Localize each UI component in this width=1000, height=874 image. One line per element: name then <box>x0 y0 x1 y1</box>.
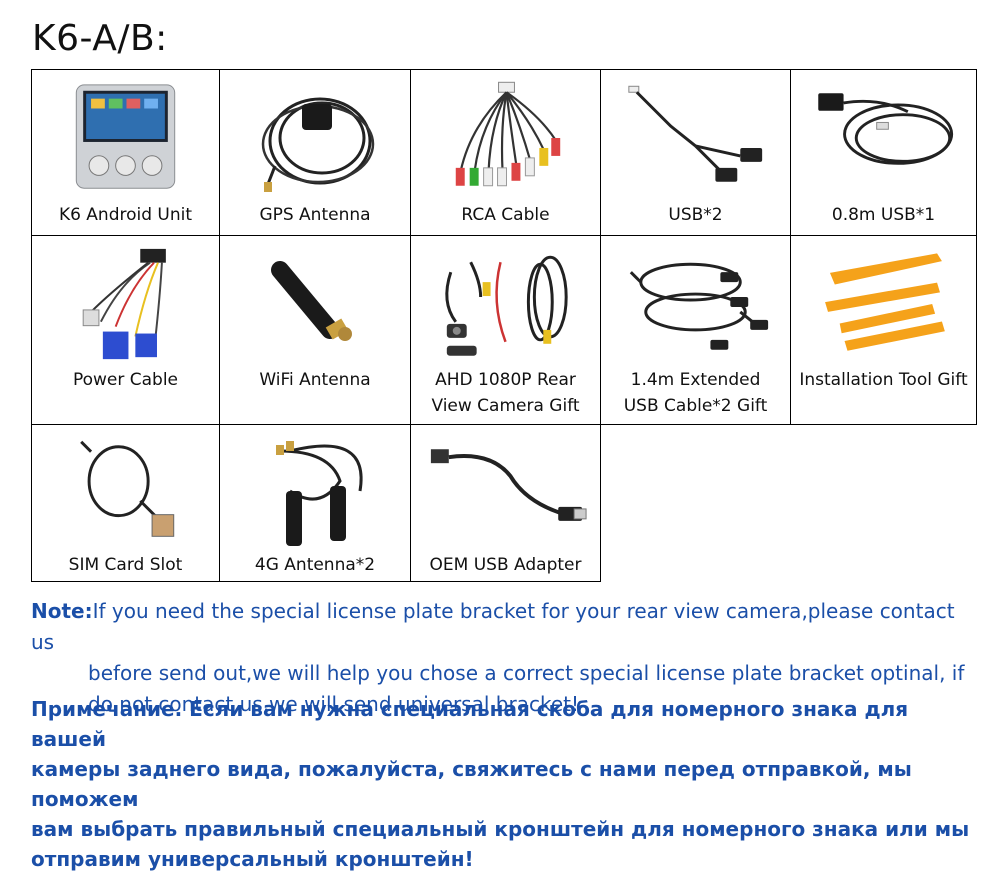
item-label: GPS Antenna <box>259 205 371 225</box>
item-installation-tool: Installation Tool Gift <box>790 235 977 425</box>
item-label: Installation Tool Gift <box>799 370 968 390</box>
wifi-antenna-icon <box>220 242 410 368</box>
item-label: 4G Antenna*2 <box>254 555 376 575</box>
item-label: 1.4m Extended USB Cable*2 Gift <box>623 370 768 416</box>
item-rca-cable: RCA Cable <box>410 69 601 236</box>
item-label: WiFi Antenna <box>259 370 371 390</box>
package-contents-grid: K6 Android Unit GPS Antenna <box>31 69 977 582</box>
power-cable-icon <box>32 242 219 368</box>
item-usb-08m: 0.8m USB*1 <box>790 69 977 236</box>
sim-slot-icon <box>32 431 219 557</box>
ru-note-line-1: Примечание. Если вам нужна специальная с… <box>31 697 909 751</box>
item-wifi-antenna: WiFi Antenna <box>219 235 411 425</box>
item-gps-antenna: GPS Antenna <box>219 69 411 236</box>
usb-extension-icon <box>601 242 790 368</box>
item-label: USB*2 <box>668 205 723 225</box>
note-line-1: If you need the special license plate br… <box>31 599 955 654</box>
pry-tool-icon <box>791 242 976 368</box>
usb-adapter-icon <box>411 431 600 557</box>
page-title: K6-A/B: <box>32 18 168 59</box>
ru-note-line-2: камеры заднего вида, пожалуйста, свяжите… <box>31 757 912 811</box>
ru-note-line-4: отправим универсальный кронштейн! <box>31 847 474 871</box>
note-heading: Note: <box>31 599 93 623</box>
item-rear-camera: AHD 1080P Rear View Camera Gift <box>410 235 601 425</box>
item-label: 0.8m USB*1 <box>831 205 936 225</box>
item-usb-adapter: OEM USB Adapter <box>410 424 601 582</box>
item-label: Power Cable <box>72 370 179 390</box>
item-label: SIM Card Slot <box>68 555 183 575</box>
item-label: RCA Cable <box>461 205 550 225</box>
gps-antenna-icon <box>220 76 410 202</box>
item-android-unit: K6 Android Unit <box>31 69 220 236</box>
ru-note-line-3: вам выбрать правильный специальный кронш… <box>31 817 970 841</box>
rear-camera-icon <box>411 242 600 368</box>
russian-note: Примечание. Если вам нужна специальная с… <box>31 694 981 874</box>
item-power-cable: Power Cable <box>31 235 220 425</box>
item-sim-slot: SIM Card Slot <box>31 424 220 582</box>
item-label: AHD 1080P Rear View Camera Gift <box>431 370 580 416</box>
item-usb-2: USB*2 <box>600 69 791 236</box>
android-unit-icon <box>32 76 219 202</box>
usb-cable-icon <box>601 76 790 202</box>
item-label: K6 Android Unit <box>58 205 193 225</box>
item-usb-extension: 1.4m Extended USB Cable*2 Gift <box>600 235 791 425</box>
item-label: OEM USB Adapter <box>429 555 582 575</box>
usb-cable-icon <box>791 76 976 202</box>
rca-cable-icon <box>411 76 600 202</box>
item-4g-antenna: 4G Antenna*2 <box>219 424 411 582</box>
note-line-3: do not contact us,we will send universal… <box>88 692 579 716</box>
note-line-2: before send out,we will help you chose a… <box>88 661 965 685</box>
english-note: Note:If you need the special license pla… <box>31 596 981 720</box>
4g-antenna-icon <box>220 431 410 557</box>
